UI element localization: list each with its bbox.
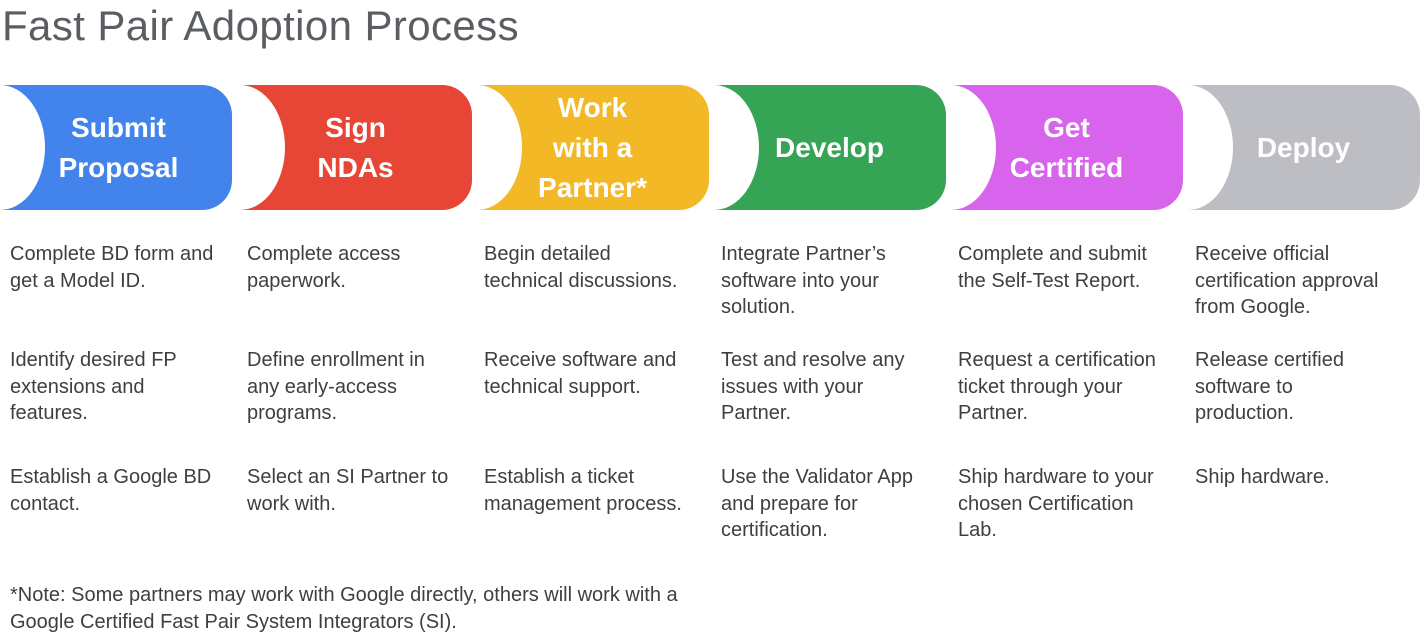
footnote: *Note: Some partners may work with Googl… bbox=[10, 584, 678, 632]
step-detail: Establish a ticket management process. bbox=[484, 466, 682, 515]
step-shape bbox=[477, 85, 709, 210]
step-shape bbox=[0, 85, 232, 210]
step-detail: Receive official certification approval … bbox=[1195, 243, 1379, 318]
step-detail: Integrate Partner’s software into your s… bbox=[721, 243, 886, 318]
step-detail: Complete and submit the Self-Test Report… bbox=[958, 243, 1147, 292]
step-detail: Complete access paperwork. bbox=[247, 243, 401, 292]
process-banner bbox=[0, 85, 1420, 210]
step-detail: Identify desired FP extensions and featu… bbox=[10, 349, 177, 424]
step-detail: Begin detailed technical discussions. bbox=[484, 243, 678, 292]
step-detail: Complete BD form and get a Model ID. bbox=[10, 243, 214, 292]
step-shape bbox=[951, 85, 1183, 210]
page-title: Fast Pair Adoption Process bbox=[2, 2, 519, 49]
step-detail: Ship hardware to your chosen Certificati… bbox=[958, 466, 1154, 541]
step-shape bbox=[1188, 85, 1420, 210]
step-detail: Receive software and technical support. bbox=[484, 349, 677, 398]
step-detail: Define enrollment in any early-access pr… bbox=[247, 349, 425, 424]
step-shape bbox=[714, 85, 946, 210]
step-detail: Establish a Google BD contact. bbox=[10, 466, 212, 515]
step-detail: Request a certification ticket through y… bbox=[958, 349, 1156, 424]
step-detail: Use the Validator App and prepare for ce… bbox=[721, 466, 913, 541]
step-shape bbox=[240, 85, 472, 210]
step-detail: Select an SI Partner to work with. bbox=[247, 466, 449, 515]
step-detail: Ship hardware. bbox=[1195, 466, 1330, 488]
step-detail: Release certified software to production… bbox=[1195, 349, 1344, 424]
step-detail: Test and resolve any issues with your Pa… bbox=[721, 349, 905, 424]
